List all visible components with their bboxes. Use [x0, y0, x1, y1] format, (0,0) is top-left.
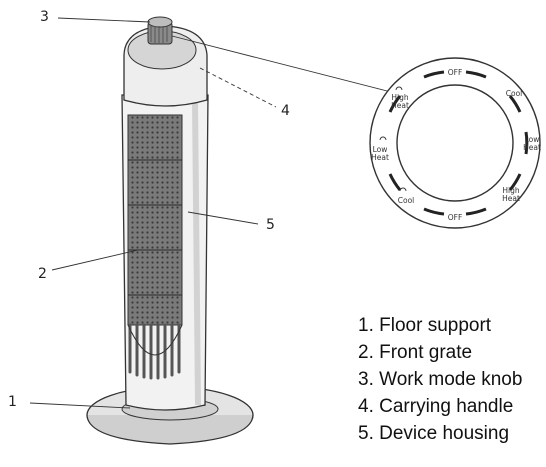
dial-label-high-heat-left-2: Heat	[391, 101, 409, 110]
dial-label-high-heat-left-1: High	[391, 93, 408, 102]
dial-label-low-heat-right-1: Low	[525, 135, 540, 144]
dial-label-cool-right: Cool	[506, 89, 523, 98]
callout-4: 4	[281, 103, 290, 119]
leader-lines	[29, 17, 392, 409]
legend-item-work-mode-knob: 3. Work mode knob	[358, 369, 523, 390]
callout-1: 1	[8, 394, 17, 410]
callout-5: 5	[266, 217, 275, 233]
dial-label-cool-left: Cool	[398, 196, 415, 205]
work-mode-knob	[147, 16, 173, 45]
dial-label-high-heat-right-1: High	[502, 186, 519, 195]
legend-item-device-housing: 5. Device housing	[358, 423, 510, 444]
dial-label-low-heat-left-1: Low	[373, 145, 388, 154]
dial-label-off-top: OFF	[448, 68, 463, 77]
control-head	[123, 25, 208, 107]
legend-item-front-grate: 2. Front grate	[358, 342, 473, 363]
legend-item-carrying-handle: 4. Carrying handle	[358, 396, 514, 417]
dial-label-off-bottom: OFF	[448, 213, 463, 222]
dial-label-high-heat-right-2: Heat	[502, 194, 520, 203]
callout-2: 2	[38, 266, 47, 282]
dial-label-low-heat-left-2: Heat	[371, 153, 389, 162]
dial-label-low-heat-right-2: Heat	[523, 143, 541, 152]
mode-dial: OFF Cool Low Heat High Heat OFF Cool Low…	[369, 57, 541, 229]
callout-3: 3	[40, 9, 49, 25]
front-grate	[127, 114, 183, 380]
parts-legend: 1. Floor support 2. Front grate 3. Work …	[358, 312, 546, 467]
legend-item-floor-support: 1. Floor support	[358, 315, 492, 336]
